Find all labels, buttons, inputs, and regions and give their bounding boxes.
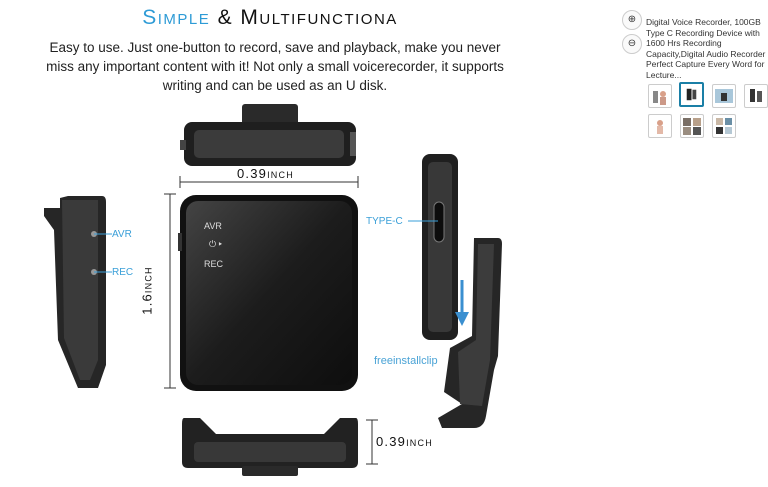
thumbnail-2[interactable]: [679, 82, 704, 107]
depth-dimension-label: 0.39inch: [376, 434, 433, 449]
thumbnail-6[interactable]: [680, 114, 704, 138]
label-leader-lines-left: [94, 233, 112, 273]
device-rec-text: REC: [204, 259, 224, 269]
device-top-view: [180, 104, 356, 166]
device-clip-view: [438, 238, 502, 428]
device-front-view: [178, 195, 358, 391]
avr-label: AVR: [112, 229, 132, 240]
heading-word: Multifunctiona: [240, 6, 398, 29]
height-dimension-line: [164, 193, 176, 389]
thumbnail-5[interactable]: [648, 114, 672, 138]
device-avr-text: AVR: [204, 221, 222, 231]
thumbnail-3[interactable]: [712, 84, 736, 108]
type-c-leader-line: [408, 220, 438, 222]
product-image-viewer[interactable]: Simple & Multifunctiona Easy to use. Jus…: [0, 0, 610, 487]
heading-accent-word: Simple: [142, 6, 211, 29]
width-dimension-label: 0.39inch: [234, 166, 297, 181]
device-power-icon: ⏻ ▸: [209, 239, 223, 249]
zoom-in-icon[interactable]: ⊕: [622, 10, 642, 30]
clip-label: freeinstallclip: [374, 355, 438, 367]
heading-amp: &: [217, 6, 234, 29]
rec-label: REC: [112, 267, 134, 278]
thumbnail-1[interactable]: [648, 84, 672, 108]
type-c-label: TYPE-C: [366, 216, 403, 227]
install-arrow-icon: [455, 280, 469, 326]
image-gallery-panel: ⊕ ⊖ Digital Voice Recorder, 100GB Type C…: [614, 0, 768, 487]
thumbnail-7[interactable]: [712, 114, 736, 138]
zoom-out-icon[interactable]: ⊖: [622, 34, 642, 54]
thumbnail-4[interactable]: [744, 84, 768, 108]
device-side-view-right: [422, 154, 458, 340]
width-dimension-line: [179, 176, 359, 188]
device-side-view-left: [44, 196, 106, 388]
product-title: Digital Voice Recorder, 100GB Type C Rec…: [646, 17, 766, 80]
depth-dimension-line: [366, 419, 378, 465]
height-dimension-label: 1.6inch: [139, 263, 155, 318]
image-description: Easy to use. Just one-button to record, …: [46, 40, 504, 93]
image-heading: Simple & Multifunctiona: [0, 6, 540, 30]
device-bottom-view: [182, 418, 358, 476]
